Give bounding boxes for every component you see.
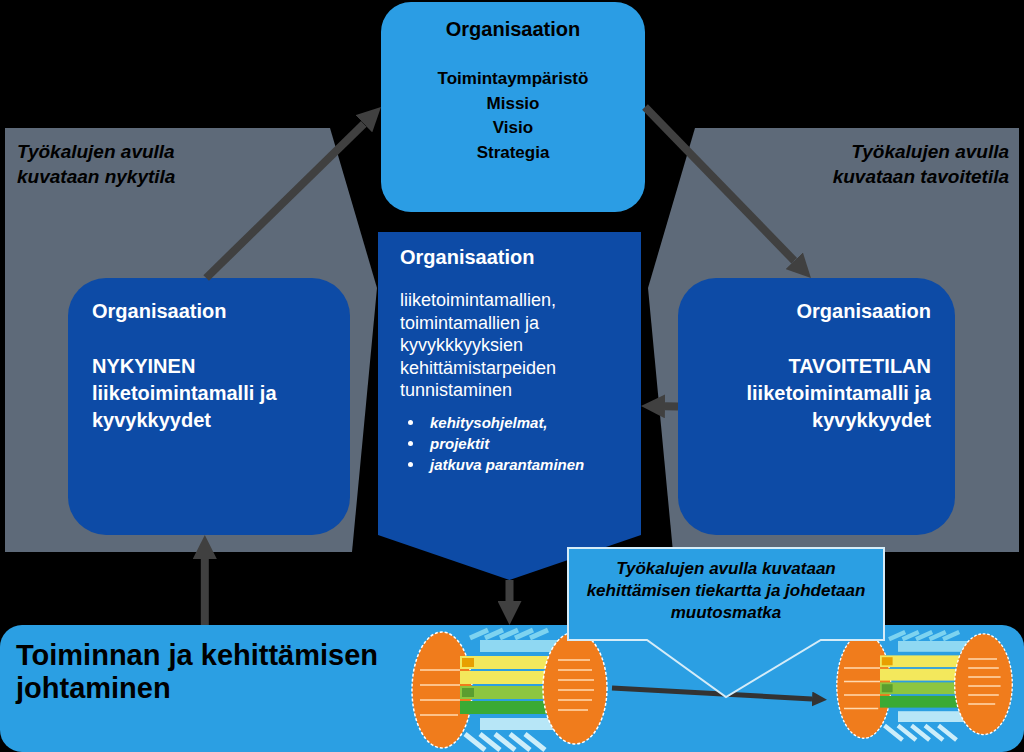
flow-arrow [206, 124, 364, 278]
box-heading: Organisaation [400, 246, 625, 269]
box-text: Visio [395, 116, 631, 141]
box-text: Työkalujen avulla kuvataan tavoitetila [774, 140, 1009, 189]
box-text: Työkalujen avulla kuvataan kehittämisen … [580, 558, 872, 624]
box-text: Työkalujen avulla kuvataan nykytila [17, 140, 252, 189]
flow-arrow [201, 559, 209, 625]
bullet-item: jatkuva parantaminen [400, 454, 625, 475]
strategy-box: OrganisaationToimintaympäristöMissioVisi… [381, 2, 645, 212]
box-text: Missio [395, 92, 631, 117]
flow-arrow [645, 107, 794, 261]
box-text: Strategia [395, 141, 631, 166]
current-state-box: OrganisaationNYKYINEN liiketoimintamalli… [68, 278, 350, 535]
bullet-item: kehitysohjelmat, [400, 412, 625, 433]
tool-panel-shape [648, 128, 1019, 552]
box-text: TAVOITETILAN liiketoimintamalli ja kyvyk… [698, 353, 931, 434]
box-heading: Organisaation [92, 300, 330, 323]
roadmap-callout-shape [568, 548, 884, 697]
development-needs-box-shape [378, 232, 641, 580]
bullet-item: projektit [400, 433, 625, 454]
development-needs-box-outline [378, 232, 641, 580]
tool-panel: Työkalujen avulla kuvataan nykytilaOrgan… [5, 128, 380, 552]
box-text: Toiminnan ja kehittämisen johtaminen [16, 639, 408, 706]
tool-panel-shape [5, 128, 377, 552]
tool-panel: Työkalujen avulla kuvataan tavoitetilaOr… [645, 128, 1019, 552]
flow-arrow [506, 580, 514, 601]
roadmap-callout: Työkalujen avulla kuvataan kehittämisen … [568, 548, 884, 640]
box-text: Toimintaympäristö [395, 67, 631, 92]
box-heading: Organisaation [698, 300, 931, 323]
management-band: Toiminnan ja kehittämisen johtaminen [0, 625, 1024, 752]
development-needs-box: Organisaation liiketoimintamallien, toimi… [378, 232, 641, 580]
box-text: liiketoimintamallien, toimintamallien ja… [400, 289, 625, 402]
flow-arrow [665, 402, 678, 410]
box-text: NYKYINEN liiketoimintamalli ja kyvykkyyd… [92, 353, 330, 434]
target-state-box: OrganisaationTAVOITETILAN liiketoimintam… [678, 278, 955, 535]
box-heading: Organisaation [395, 18, 631, 41]
